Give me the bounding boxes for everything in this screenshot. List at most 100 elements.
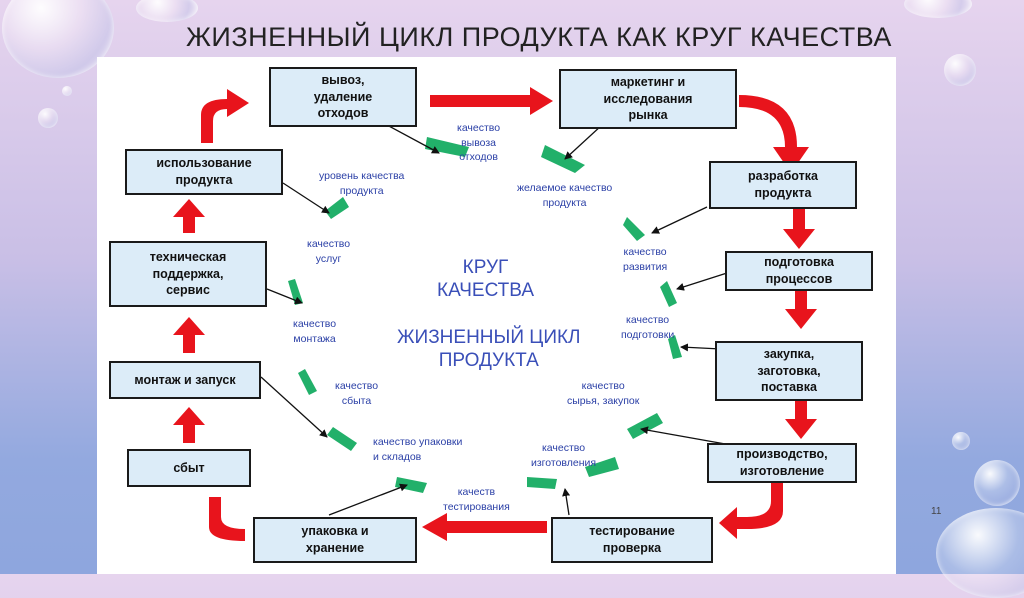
quality-text: качество bbox=[335, 380, 379, 392]
stage-box-marketing: маркетинг и исследования рынка bbox=[559, 69, 737, 129]
stage-label: удаление bbox=[313, 89, 373, 104]
callout-line bbox=[651, 206, 708, 234]
green-arc-segment bbox=[541, 145, 585, 173]
quality-text: продукта bbox=[339, 184, 384, 197]
quality-text: качество bbox=[541, 442, 586, 454]
quality-text: желаемое качество bbox=[517, 182, 613, 194]
stage-box-procurement: закупка, заготовка, поставка bbox=[715, 341, 863, 401]
quality-text: продукта bbox=[542, 196, 587, 209]
stage-label: упаковка и bbox=[301, 524, 369, 539]
stage-label: поставка bbox=[761, 380, 817, 395]
stage-label: производство, bbox=[736, 447, 828, 462]
quality-label-packaging: качество упаковки и складов bbox=[373, 435, 462, 464]
callout-line bbox=[260, 376, 328, 438]
stage-label: заготовка, bbox=[757, 363, 821, 378]
stage-box-production: производство, изготовление bbox=[707, 443, 857, 483]
stage-label: маркетинг и bbox=[610, 74, 686, 89]
stage-box-sales: сбыт bbox=[127, 449, 251, 487]
red-arrow-curve-down bbox=[739, 95, 809, 173]
decorative-bubble bbox=[38, 108, 58, 128]
slide-number: 11 bbox=[931, 506, 942, 517]
decorative-bubble bbox=[974, 460, 1020, 506]
green-arc-segment bbox=[627, 413, 663, 439]
quality-label-product-level: уровень качества продукта bbox=[319, 169, 404, 198]
quality-text: и складов bbox=[373, 450, 422, 463]
quality-label-desired: желаемое качество продукта bbox=[517, 181, 612, 210]
decorative-bubble bbox=[136, 0, 198, 22]
callout-line bbox=[680, 343, 722, 352]
callout-line bbox=[266, 288, 303, 305]
stage-label: разработка bbox=[748, 169, 818, 184]
decorative-bubble bbox=[2, 0, 114, 78]
quality-text: услуг bbox=[315, 252, 342, 265]
stage-box-support: техническая поддержка, сервис bbox=[109, 241, 267, 307]
stage-label: проверка bbox=[602, 541, 662, 555]
red-arrow-down bbox=[785, 401, 817, 439]
stage-label: отходов bbox=[317, 106, 369, 121]
stage-box-disposal: вывоз, удаление отходов bbox=[269, 67, 417, 127]
green-arc-segment bbox=[327, 427, 357, 451]
callout-line bbox=[386, 124, 440, 154]
quality-text: качество упаковки bbox=[373, 436, 463, 448]
decorative-bubble bbox=[944, 54, 976, 86]
stage-label: исследования bbox=[603, 91, 693, 106]
green-arc-segment bbox=[623, 217, 645, 241]
green-arc-segment bbox=[527, 477, 557, 489]
quality-label-preparation: качество подготовки bbox=[621, 313, 674, 342]
green-arc-segment bbox=[325, 197, 349, 219]
callout-line bbox=[328, 483, 408, 516]
red-arrow-up bbox=[173, 317, 205, 353]
center-text: ПРОДУКТА bbox=[438, 349, 539, 371]
quality-text: подготовки bbox=[621, 328, 675, 341]
stage-label: монтаж и запуск bbox=[134, 372, 236, 387]
callout-line bbox=[640, 426, 732, 446]
stage-box-installation: монтаж и запуск bbox=[109, 361, 261, 399]
decorative-bubble bbox=[952, 432, 970, 450]
stage-label: поддержка, bbox=[152, 266, 224, 281]
quality-text: монтажа bbox=[293, 332, 336, 345]
quality-circle-diagram: маркетинг и исследования рынка разработка п… bbox=[97, 57, 896, 574]
stage-box-development: разработка продукта bbox=[709, 161, 857, 209]
quality-text: тестирования bbox=[443, 500, 510, 513]
red-arrow-up bbox=[173, 199, 205, 233]
stage-label: сбыт bbox=[173, 460, 205, 475]
quality-text: качество bbox=[626, 314, 670, 326]
quality-text: сбыта bbox=[341, 394, 372, 407]
green-arc-segment bbox=[425, 137, 469, 157]
callout-line bbox=[564, 124, 603, 160]
quality-label-sales: качество сбыта bbox=[335, 379, 378, 408]
stage-label: процессов bbox=[765, 272, 833, 286]
quality-label-services: качество услуг bbox=[307, 237, 350, 266]
green-arc-segment bbox=[585, 457, 619, 477]
stage-label: рынка bbox=[628, 108, 668, 123]
green-arc-segment bbox=[668, 335, 682, 359]
stage-label: продукта bbox=[754, 186, 812, 200]
red-arrow-curve-up-right bbox=[209, 497, 245, 541]
quality-text: развития bbox=[623, 260, 668, 273]
stage-label: использование bbox=[156, 156, 252, 171]
stage-label: тестирование bbox=[589, 524, 675, 539]
red-process-arrows bbox=[173, 87, 817, 541]
decorative-bubble bbox=[936, 508, 1024, 598]
quality-label-installation: качество монтажа bbox=[293, 317, 336, 346]
quality-text: качество bbox=[307, 238, 351, 250]
stage-label: техническая bbox=[149, 249, 227, 264]
quality-text: уровень качества bbox=[319, 170, 405, 182]
red-arrow-right bbox=[430, 87, 553, 115]
stage-label: сервис bbox=[166, 283, 210, 298]
red-arrow-up bbox=[173, 407, 205, 443]
quality-text: сырья, закупок bbox=[567, 394, 640, 407]
stage-label: закупка, bbox=[763, 346, 815, 361]
stage-label: изготовление bbox=[739, 464, 825, 478]
decorative-bubble bbox=[62, 86, 72, 96]
callout-line bbox=[562, 488, 571, 516]
center-text: КАЧЕСТВА bbox=[437, 279, 535, 301]
quality-text: качество bbox=[293, 318, 337, 330]
stage-label: вывоз, bbox=[321, 72, 365, 87]
